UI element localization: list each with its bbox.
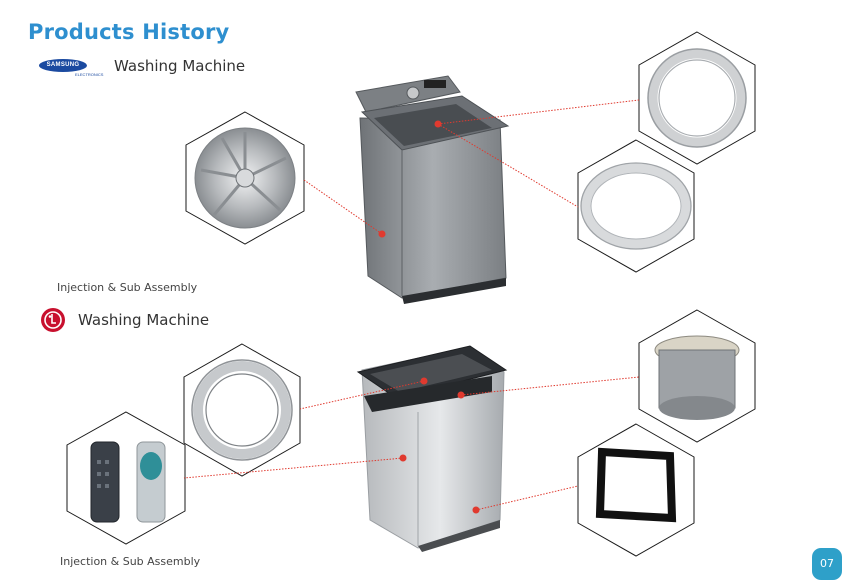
samsung-logo-icon: SAMSUNG ELECTRONICS — [39, 58, 109, 78]
page-number-badge: 07 — [812, 548, 842, 580]
lg-washer-illustration — [356, 345, 508, 552]
inner-tub-part-icon — [654, 335, 740, 420]
samsung-washer-illustration — [355, 75, 512, 304]
lg-top-ring-icon — [191, 359, 293, 461]
hex-frame-tub-ring — [577, 139, 695, 273]
lid-frame-part-icon — [595, 447, 677, 523]
door-gasket-ring-icon — [647, 48, 747, 148]
lg-logo-icon — [41, 308, 65, 332]
samsung-logo-text: SAMSUNG — [39, 59, 87, 72]
tub-ring-icon — [580, 162, 692, 250]
samsung-logo-subtext: ELECTRONICS — [75, 72, 104, 77]
hex-frame-lid-frame — [577, 423, 695, 557]
section-heading-samsung: Washing Machine — [114, 57, 246, 75]
hex-frame-filters — [66, 411, 186, 545]
leader-dots — [378, 120, 480, 514]
caption-lg: Injection & Sub Assembly — [60, 555, 201, 568]
drain-filter-pair-icon — [90, 441, 166, 523]
caption-samsung: Injection & Sub Assembly — [57, 281, 198, 294]
pulsator-part-icon — [194, 127, 296, 229]
page-title: Products History — [28, 20, 230, 44]
section-heading-lg: Washing Machine — [78, 311, 210, 329]
leader-lines — [183, 99, 640, 511]
